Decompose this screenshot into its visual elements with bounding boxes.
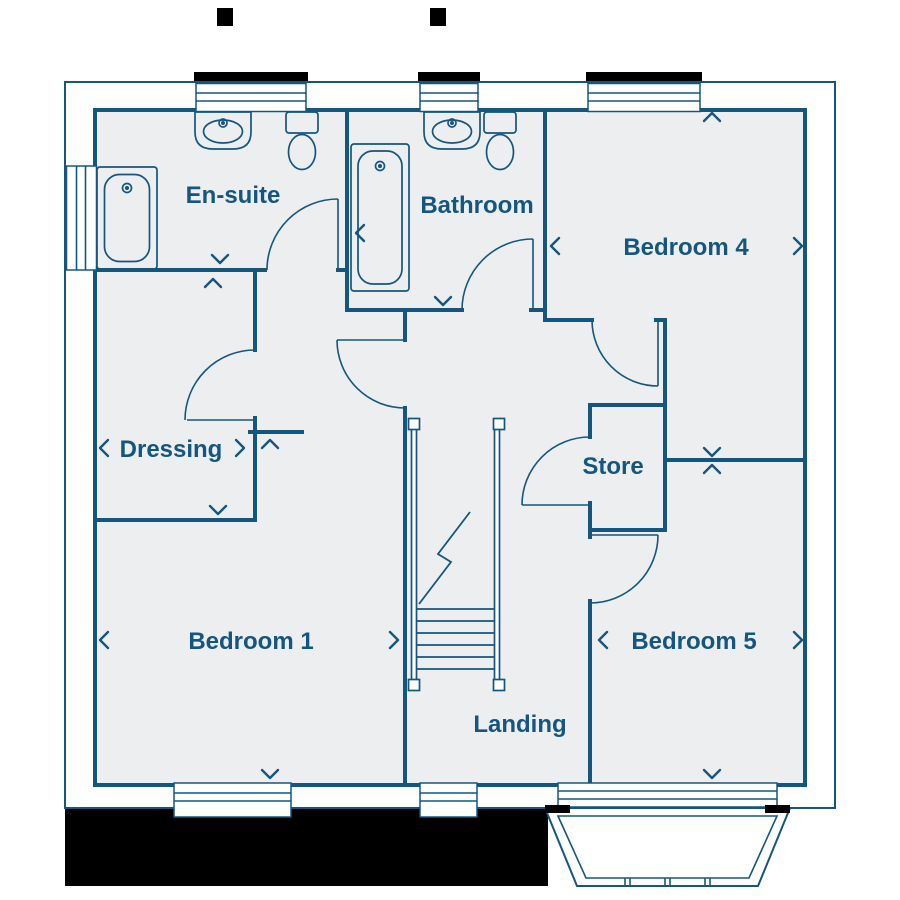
dimension-chevrons — [98, 111, 804, 780]
window-lintel — [418, 72, 480, 83]
room-label-bedroom-5: Bedroom 5 — [631, 628, 756, 655]
dimension-chevron — [388, 630, 400, 650]
bay-outer — [543, 807, 792, 887]
dimension-chevron — [98, 438, 110, 458]
vent-marker — [217, 8, 233, 26]
room-label-bedroom-4: Bedroom 4 — [623, 234, 749, 261]
window — [419, 82, 479, 113]
room-label-landing: Landing — [473, 711, 566, 738]
dimension-chevron — [702, 768, 722, 780]
door-swings — [184, 198, 659, 604]
dimension-chevron — [702, 111, 722, 123]
dimension-chevron — [549, 236, 561, 256]
newel-post — [492, 417, 506, 431]
wash-basin-icon — [194, 111, 252, 150]
toilet-icon — [285, 111, 319, 171]
door-arc — [184, 198, 659, 604]
bay-opening — [557, 782, 778, 808]
windows — [65, 82, 701, 818]
dimension-chevron — [792, 630, 804, 650]
newel-post — [407, 678, 421, 692]
window — [587, 82, 701, 113]
room-label-dressing: Dressing — [120, 436, 223, 463]
dimension-chevron — [260, 768, 280, 780]
bay-mullions — [624, 878, 711, 886]
stair-treads — [417, 608, 494, 670]
wash-basin-icon — [423, 111, 481, 150]
bay-window — [543, 782, 792, 887]
toilet-icon — [483, 111, 517, 171]
room-label-bedroom-1: Bedroom 1 — [188, 628, 313, 655]
floor-area — [95, 110, 805, 785]
dimension-chevron — [433, 295, 453, 307]
bay-corner-mass — [545, 805, 570, 813]
window — [419, 782, 478, 818]
room-label-store: Store — [582, 453, 643, 480]
staircase — [407, 417, 506, 692]
bay-inner — [556, 815, 779, 879]
dimension-chevron — [702, 463, 722, 475]
dimension-chevron — [208, 504, 228, 516]
vent-marker — [430, 8, 446, 26]
door-leaf — [187, 199, 659, 536]
room-label-en-suite: En-suite — [186, 182, 281, 209]
bay-corner-mass — [765, 805, 790, 813]
room-labels: En-suite Bathroom Bedroom 4 Dressing Sto… — [120, 182, 757, 738]
stair-rail — [493, 428, 501, 681]
dimension-chevron — [234, 438, 246, 458]
interior-walls — [93, 108, 807, 787]
fixtures — [96, 111, 517, 692]
dimension-chevron — [203, 277, 223, 289]
window — [195, 82, 307, 113]
bathtub-icon — [96, 166, 158, 270]
dimension-chevron — [260, 438, 280, 450]
room-label-bathroom: Bathroom — [420, 192, 533, 219]
window-lintel — [194, 72, 308, 83]
dimension-chevron — [210, 253, 230, 265]
window — [173, 782, 292, 818]
dimension-chevron — [702, 446, 722, 458]
newel-post — [492, 678, 506, 692]
window-lintel — [586, 72, 702, 83]
window — [65, 165, 98, 271]
stair-break-line — [418, 511, 471, 605]
dimension-chevron — [98, 630, 110, 650]
newel-post — [407, 417, 421, 431]
lower-mass-band — [65, 809, 548, 886]
solid-masses — [65, 8, 702, 886]
bathtub-icon — [350, 143, 410, 292]
dimension-chevron — [792, 236, 804, 256]
dimension-chevron — [597, 630, 609, 650]
dimension-chevron — [354, 223, 366, 243]
stair-rail — [410, 428, 418, 681]
